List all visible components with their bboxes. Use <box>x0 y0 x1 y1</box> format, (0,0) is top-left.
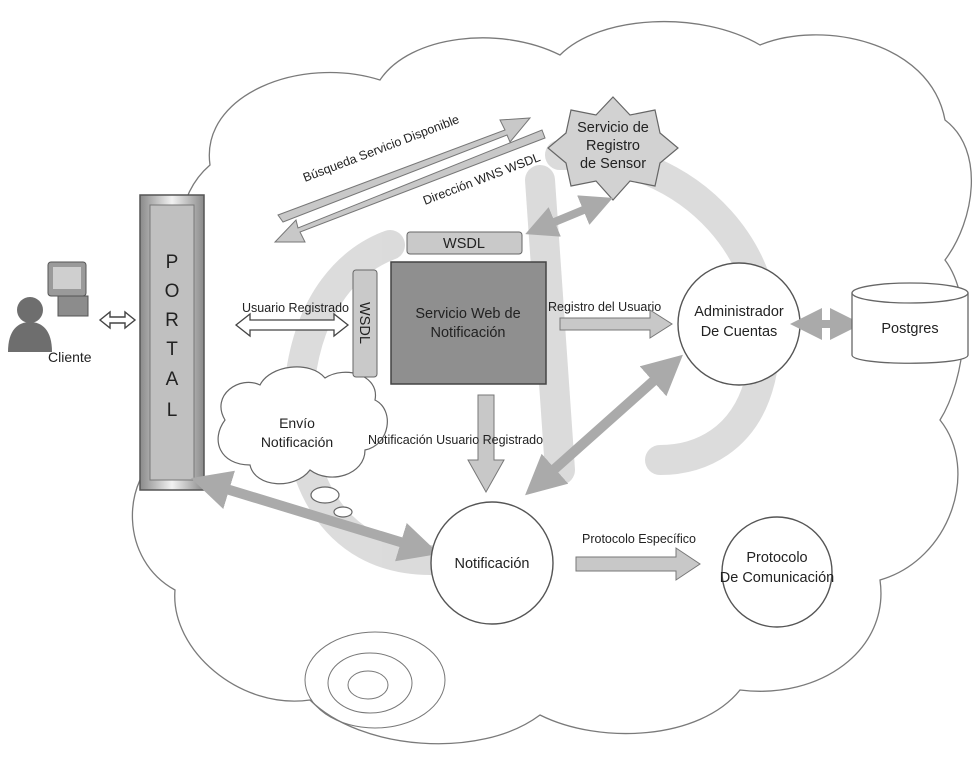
notificacion-usuario-arrow <box>467 394 505 494</box>
protocol-line2: De Comunicación <box>720 570 834 586</box>
registro-usuario-label: Registro del Usuario <box>548 300 661 314</box>
usuario-registrado-arrow <box>234 312 350 338</box>
postgres-label: Postgres <box>881 321 938 337</box>
sensor-registry-line2: Registro <box>586 138 640 154</box>
client-icon <box>8 261 89 352</box>
notificacion-usuario-label: Notificación Usuario Registrado <box>368 433 543 447</box>
usuario-registrado-label: Usuario Registrado <box>242 301 349 315</box>
direccion-arrow <box>273 129 546 243</box>
account-admin-line1: Administrador <box>694 304 784 320</box>
sensor-registry-line1: Servicio de <box>577 120 649 136</box>
envio-label-line1: Envío <box>279 415 315 431</box>
postgres-database <box>851 282 969 364</box>
registro-usuario-arrow <box>559 309 673 339</box>
protocol-line1: Protocolo <box>746 550 807 566</box>
client-label: Cliente <box>48 349 92 365</box>
account-admin-line2: De Cuentas <box>701 324 778 340</box>
sensor-wsdl-arrow <box>525 195 613 237</box>
web-service-line1: Servicio Web de <box>415 306 520 322</box>
sensor-registry-shape <box>547 96 679 201</box>
notification-label: Notificación <box>455 556 530 572</box>
portal-letter-a: A <box>166 369 179 390</box>
portal-letter-p: P <box>166 252 179 273</box>
wsdl-top-box <box>406 231 523 255</box>
protocolo-especifico-label: Protocolo Específico <box>582 532 696 546</box>
admin-notification-arrow <box>525 354 683 496</box>
portal-letter-o: O <box>165 281 180 302</box>
portal-notification-arrow <box>190 470 440 562</box>
busqueda-arrow <box>277 117 532 223</box>
decorative-ellipses <box>304 631 446 729</box>
portal-letter-r: R <box>165 310 179 331</box>
notification-circle <box>430 501 554 625</box>
web-service-box <box>390 261 547 385</box>
wsdl-top-label: WSDL <box>443 236 485 252</box>
web-service-line2: Notificación <box>431 325 506 341</box>
envio-label-line2: Notificación <box>261 434 333 450</box>
wsdl-side-box <box>352 269 378 378</box>
protocol-circle <box>721 516 833 628</box>
portal-column <box>139 194 205 491</box>
protocolo-especifico-arrow <box>575 547 701 581</box>
portal-letter-t: T <box>166 339 178 360</box>
wsdl-side-label: WSDL <box>356 302 372 344</box>
client-portal-arrow <box>98 310 137 330</box>
sensor-registry-line3: de Sensor <box>580 156 646 172</box>
portal-letter-l: L <box>167 400 178 421</box>
